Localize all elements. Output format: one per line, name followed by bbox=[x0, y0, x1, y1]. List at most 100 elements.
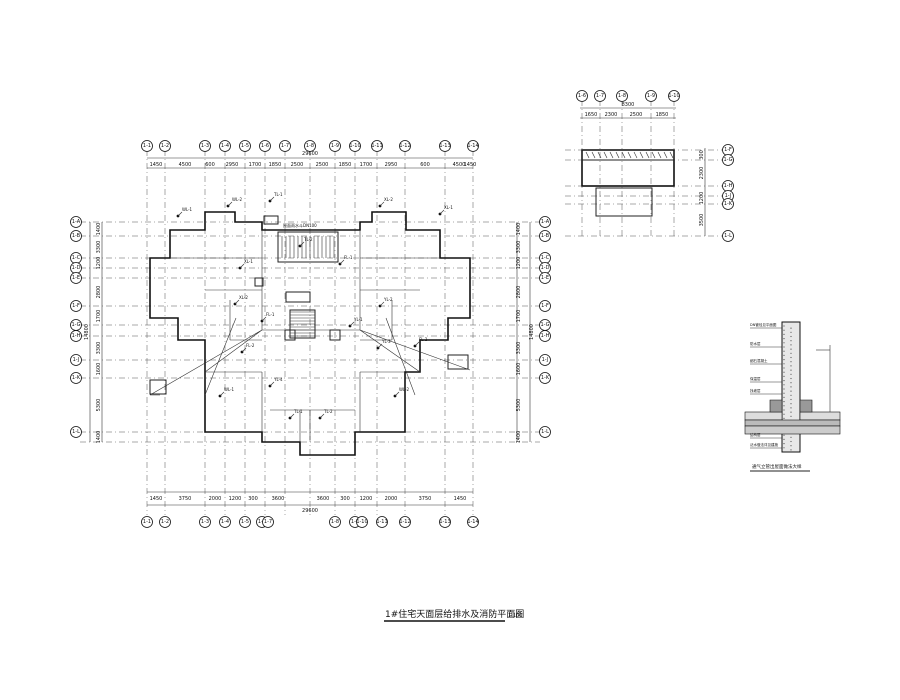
bottom-axis-bubble-label: 1-6 bbox=[258, 519, 266, 525]
pipe-label: XL-1 bbox=[444, 205, 453, 210]
upper-side-bubble: 1-G bbox=[722, 154, 734, 166]
pipe-leader bbox=[239, 263, 245, 269]
right-side-dim: 5300 bbox=[516, 399, 522, 412]
pipe-texture-dot bbox=[790, 356, 792, 359]
bottom-axis-bubble-label: 1-4 bbox=[221, 519, 229, 525]
top-dim: 2500 bbox=[316, 162, 329, 168]
bottom-axis-bubble: 1-8 bbox=[329, 516, 341, 528]
top-dim: 600 bbox=[205, 162, 215, 168]
bottom-total-dim: 29600 bbox=[302, 508, 318, 514]
roof-hatch-right bbox=[447, 354, 469, 370]
bottom-axis-bubble-circle bbox=[219, 516, 231, 528]
pipe-texture-dot bbox=[790, 361, 792, 363]
upper-axis-bubble-circle bbox=[576, 90, 588, 102]
upper-axis-bubble-circle bbox=[668, 90, 680, 102]
pipe-texture-dot bbox=[783, 409, 785, 411]
right-side-dim: 1200 bbox=[516, 257, 522, 270]
top-axis-bubble: 1-9 bbox=[329, 140, 341, 152]
pipe-label: FL-1 bbox=[344, 255, 353, 260]
pipe-texture-dot bbox=[783, 325, 785, 327]
upper-axis-bubble: 1-7 bbox=[594, 90, 606, 102]
pipe-leader bbox=[241, 347, 247, 353]
top-axis-bubble-circle bbox=[159, 140, 171, 152]
right-axis-bubble-circle bbox=[539, 354, 551, 366]
pipe-texture-dot bbox=[790, 415, 792, 417]
pipe-texture-dot bbox=[783, 380, 785, 382]
upper-side-dim: 1200 bbox=[699, 192, 705, 205]
right-side-dim: 2800 bbox=[516, 286, 522, 299]
right-axis-bubble-circle bbox=[539, 216, 551, 228]
top-axis-bubble-circle bbox=[349, 140, 361, 152]
right-side-dim: 1400 bbox=[516, 223, 522, 236]
parapet-hatch bbox=[603, 151, 608, 159]
bottom-dim: 300 bbox=[248, 496, 258, 502]
left-side-dim: 1700 bbox=[96, 310, 102, 323]
pipe-label: WL-2 bbox=[399, 387, 410, 392]
right-axis-bubble-circle bbox=[539, 372, 551, 384]
bottom-axis-bubble-label: 1-14 bbox=[467, 519, 478, 525]
pipe-leader bbox=[269, 381, 275, 387]
roof-layer-left bbox=[744, 411, 783, 421]
upper-axis-bubble: 1-8 bbox=[616, 90, 628, 102]
bottom-axis-bubble-circle bbox=[467, 516, 479, 528]
pipe-leader bbox=[319, 413, 325, 419]
bottom-axis-bubble: 1-2 bbox=[159, 516, 171, 528]
parapet-hatch bbox=[639, 151, 644, 159]
right-axis-bubble-circle bbox=[539, 300, 551, 312]
detail-note: 细石混凝土 bbox=[750, 358, 768, 363]
drawing-title-block: 1#住宅天面层给排水及消防平面图 1:100 bbox=[384, 608, 524, 622]
bottom-dim: 1200 bbox=[229, 496, 242, 502]
right-axis-bubble: 1-G bbox=[539, 319, 551, 331]
right-axis-bubble-label: 1-K bbox=[541, 375, 550, 381]
detail-title: 通气立管出屋面做法大样 bbox=[752, 463, 802, 470]
stair-block bbox=[277, 231, 339, 263]
top-axis-bubble: 1-6 bbox=[259, 140, 271, 152]
top-axis-bubble-label: 1-2 bbox=[161, 143, 169, 149]
bottom-axis-bubble-label: 1-9 bbox=[351, 519, 359, 525]
pipe-texture-dot bbox=[783, 359, 785, 361]
detail-note: 防水层 bbox=[750, 341, 761, 346]
pipe-leader bbox=[234, 299, 240, 305]
left-axis-bubble-label: 1-E bbox=[72, 275, 80, 281]
pipe-leader bbox=[377, 343, 383, 349]
top-axis-bubble-label: 1-5 bbox=[241, 143, 249, 149]
left-axis-bubble-label: 1-J bbox=[73, 357, 80, 363]
bottom-dim: 3600 bbox=[317, 496, 330, 502]
roof-hatch-left bbox=[149, 379, 167, 395]
flashing bbox=[769, 399, 813, 413]
left-axis-bubble-circle bbox=[70, 300, 82, 312]
upper-side-dim: 2300 bbox=[699, 167, 705, 180]
pipe-label: TL-1 bbox=[273, 192, 283, 197]
bottom-axis-bubble-label: 1-11 bbox=[376, 519, 387, 525]
top-axis-bubble-label: 1-8 bbox=[306, 143, 314, 149]
top-axis-bubble-circle bbox=[329, 140, 341, 152]
pipe-leader bbox=[261, 316, 267, 322]
room-note: 屋面雨水斗DN100 bbox=[283, 222, 317, 228]
stair-treads-lower bbox=[290, 311, 315, 337]
bottom-axis-bubble-circle bbox=[199, 516, 211, 528]
pipe-texture bbox=[783, 325, 792, 451]
upper-vertical-grid bbox=[581, 100, 675, 236]
top-axis-bubble-circle bbox=[199, 140, 211, 152]
top-dim: 1850 bbox=[339, 162, 352, 168]
top-dim: 1450 bbox=[464, 162, 477, 168]
pipe-texture-dot bbox=[783, 388, 785, 390]
top-axis-bubble-circle bbox=[399, 140, 411, 152]
pipe-texture-dot bbox=[783, 434, 785, 436]
bottom-dim: 3750 bbox=[419, 496, 432, 502]
pipe-leader bbox=[177, 211, 183, 217]
parapet-hatch bbox=[627, 151, 632, 159]
upper-side-bubble-label: 1-L bbox=[724, 233, 732, 239]
pipe-texture-dot bbox=[790, 335, 792, 338]
detail-note: 泛水做法详见建施 bbox=[750, 442, 778, 447]
parapet-hatch bbox=[615, 151, 620, 159]
upper-side-bubble-label: 1-J bbox=[725, 193, 732, 199]
upper-roof-block bbox=[581, 149, 675, 187]
pipe-label: XL-1 bbox=[244, 259, 253, 264]
pipe-label: YL-2 bbox=[383, 297, 393, 302]
pipe-label: WL-1 bbox=[182, 207, 193, 212]
